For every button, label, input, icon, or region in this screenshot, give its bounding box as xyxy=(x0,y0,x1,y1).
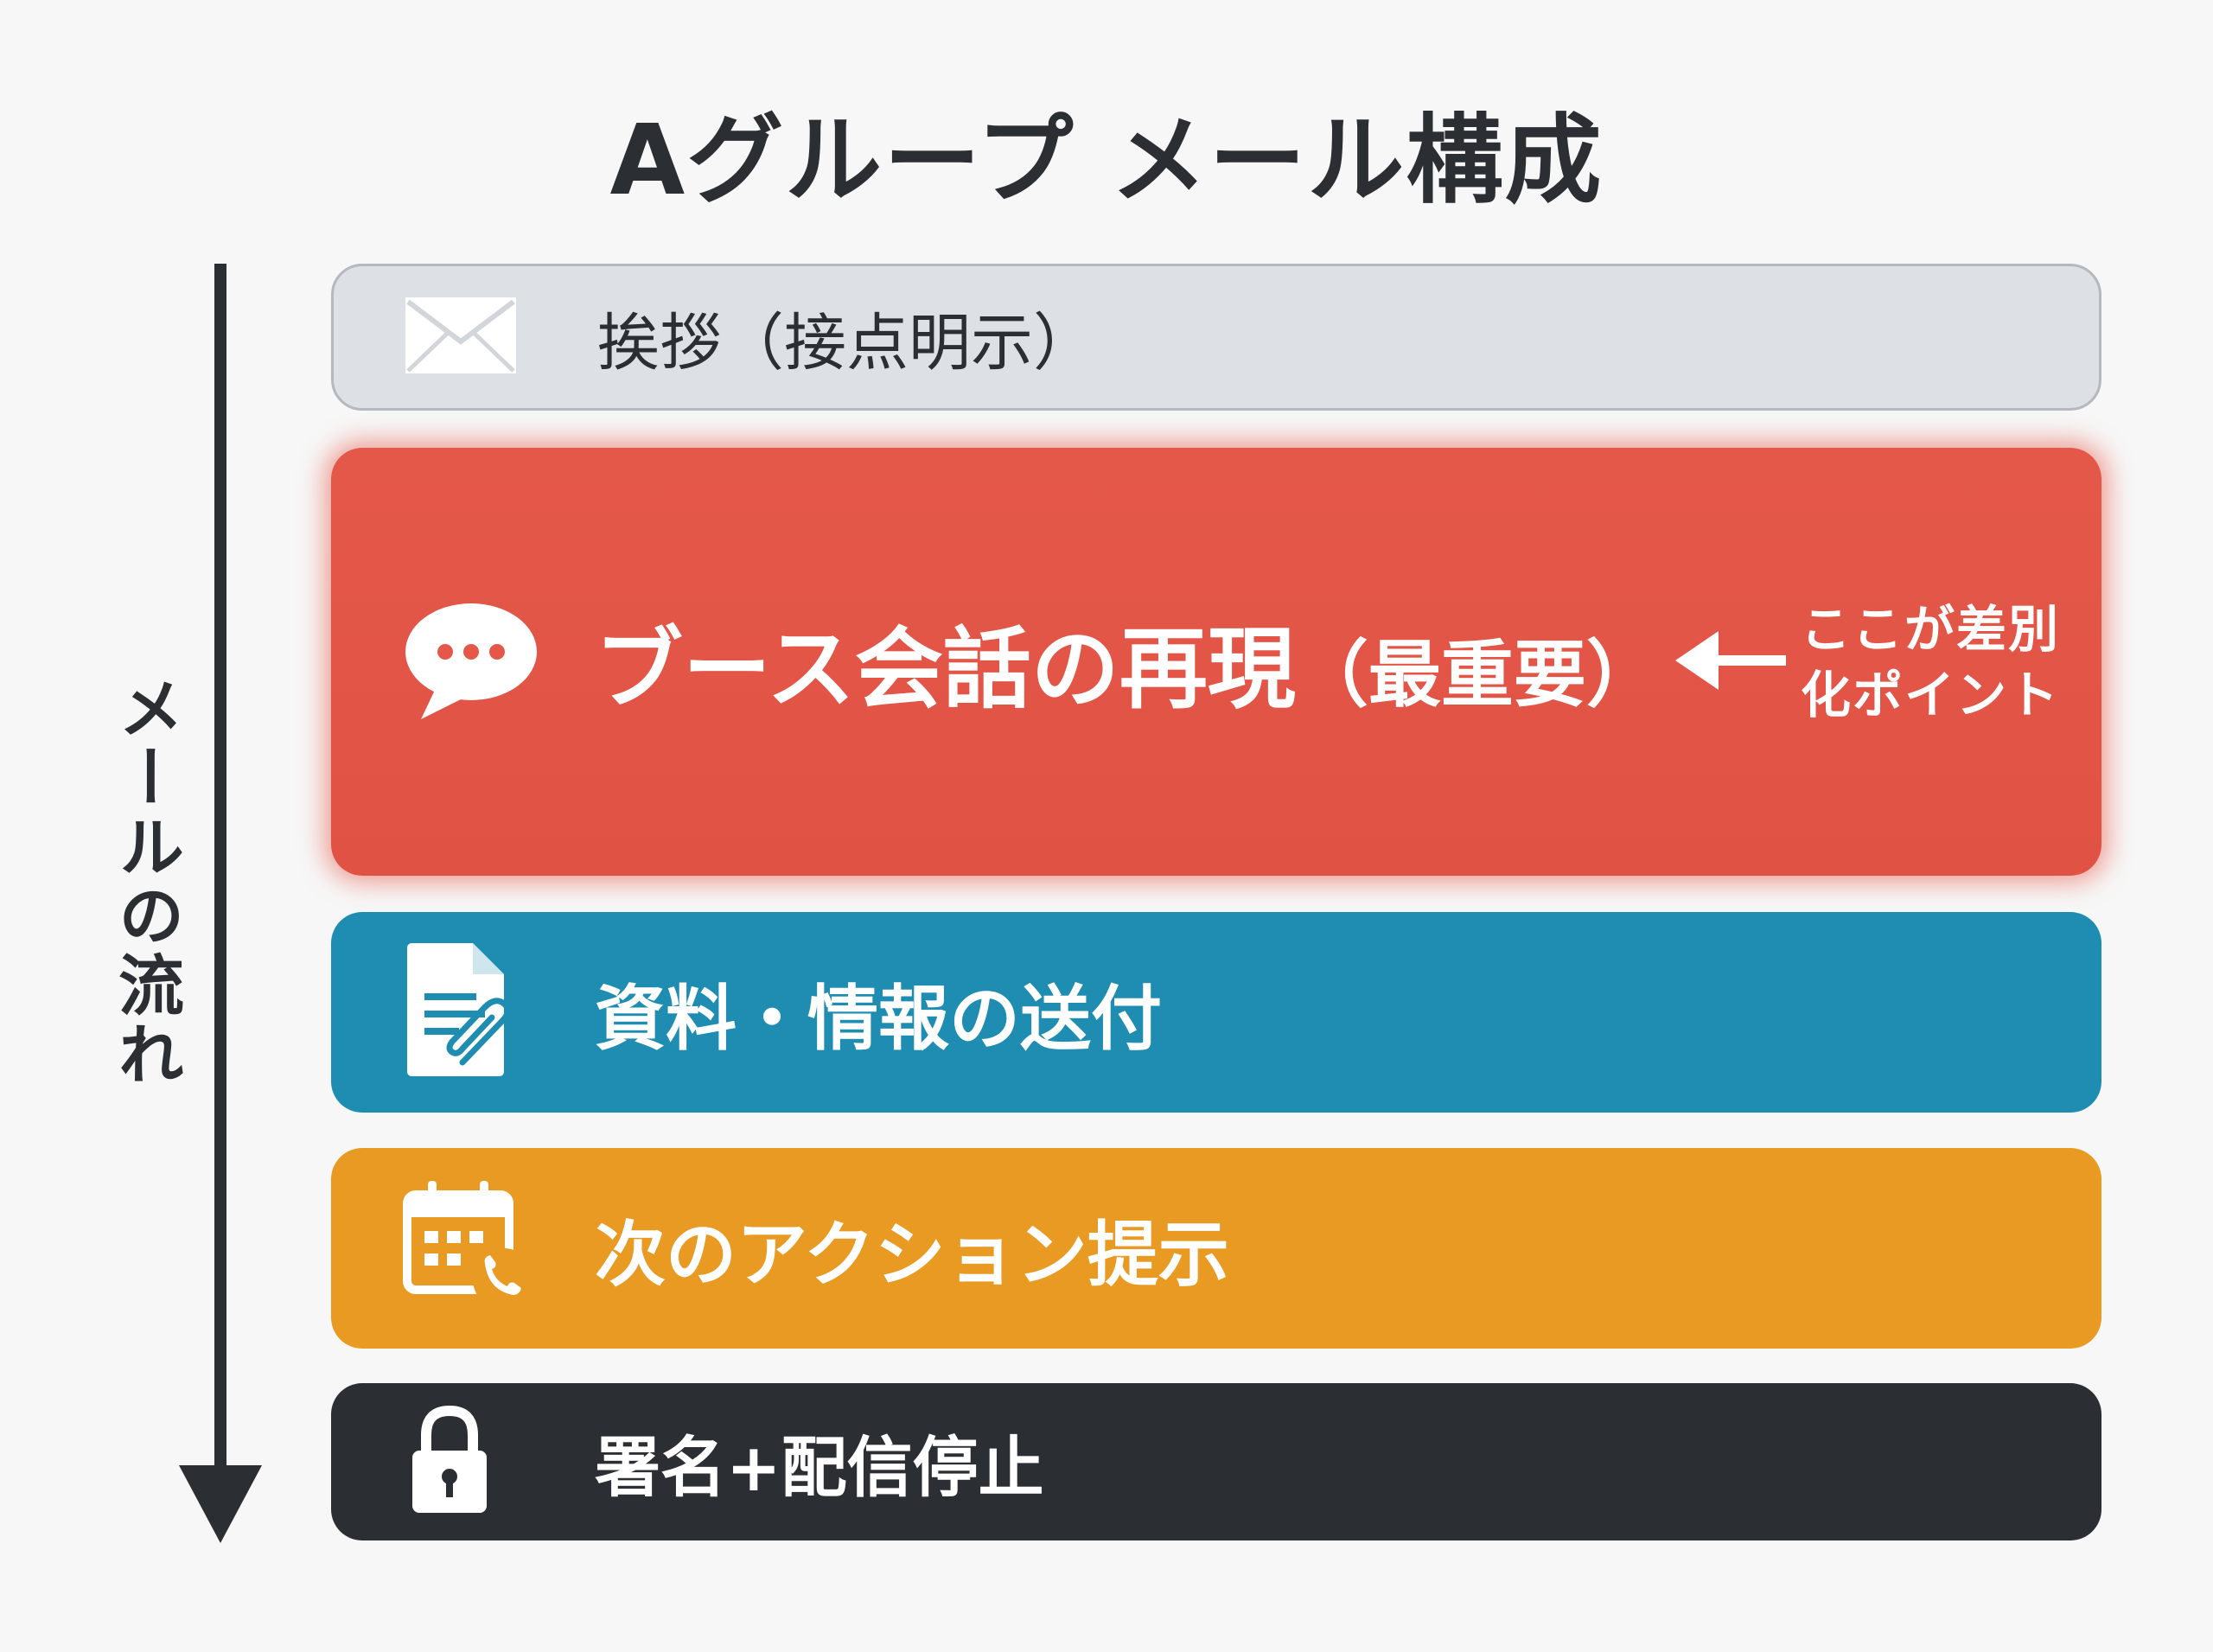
section-materials: 資料・情報の送付 xyxy=(331,912,2101,1113)
importance-suffix: （最重要） xyxy=(1295,632,1659,717)
lock-icon xyxy=(402,1404,497,1520)
flow-label: メールの流れ xyxy=(107,674,184,1089)
section-booth-conversation: ブース会話の再現（最重要） ここが差別 化ポイント xyxy=(331,448,2101,876)
section-booth-conversation-label: ブース会話の再現（最重要） xyxy=(595,618,1659,721)
note-line-2: 化ポイント xyxy=(1801,665,2061,724)
arrow-left-icon xyxy=(1675,626,1788,698)
speech-bubble-icon xyxy=(402,600,540,724)
flow-arrow-head xyxy=(179,1465,262,1543)
document-attachment-icon xyxy=(402,941,523,1083)
section-greeting: 挨拶（接点明示） xyxy=(331,264,2101,411)
section-materials-label: 資料・情報の送付 xyxy=(595,978,1163,1061)
section-signature: 署名+配信停止 xyxy=(331,1383,2101,1540)
flow-arrow-line xyxy=(214,264,226,1474)
section-greeting-label: 挨拶（接点明示） xyxy=(597,306,1096,380)
differentiation-note: ここが差別 化ポイント xyxy=(1801,596,2060,728)
diagram-title: Aグループ メール構成 xyxy=(609,105,1604,217)
section-next-action-label: 次のアクション提示 xyxy=(595,1214,1229,1297)
section-next-action: 次のアクション提示 xyxy=(331,1148,2101,1349)
note-line-1: ここが差別 xyxy=(1801,599,2061,659)
envelope-icon xyxy=(405,297,517,378)
calendar-phone-icon xyxy=(402,1177,540,1319)
section-signature-label: 署名+配信停止 xyxy=(595,1429,1044,1506)
